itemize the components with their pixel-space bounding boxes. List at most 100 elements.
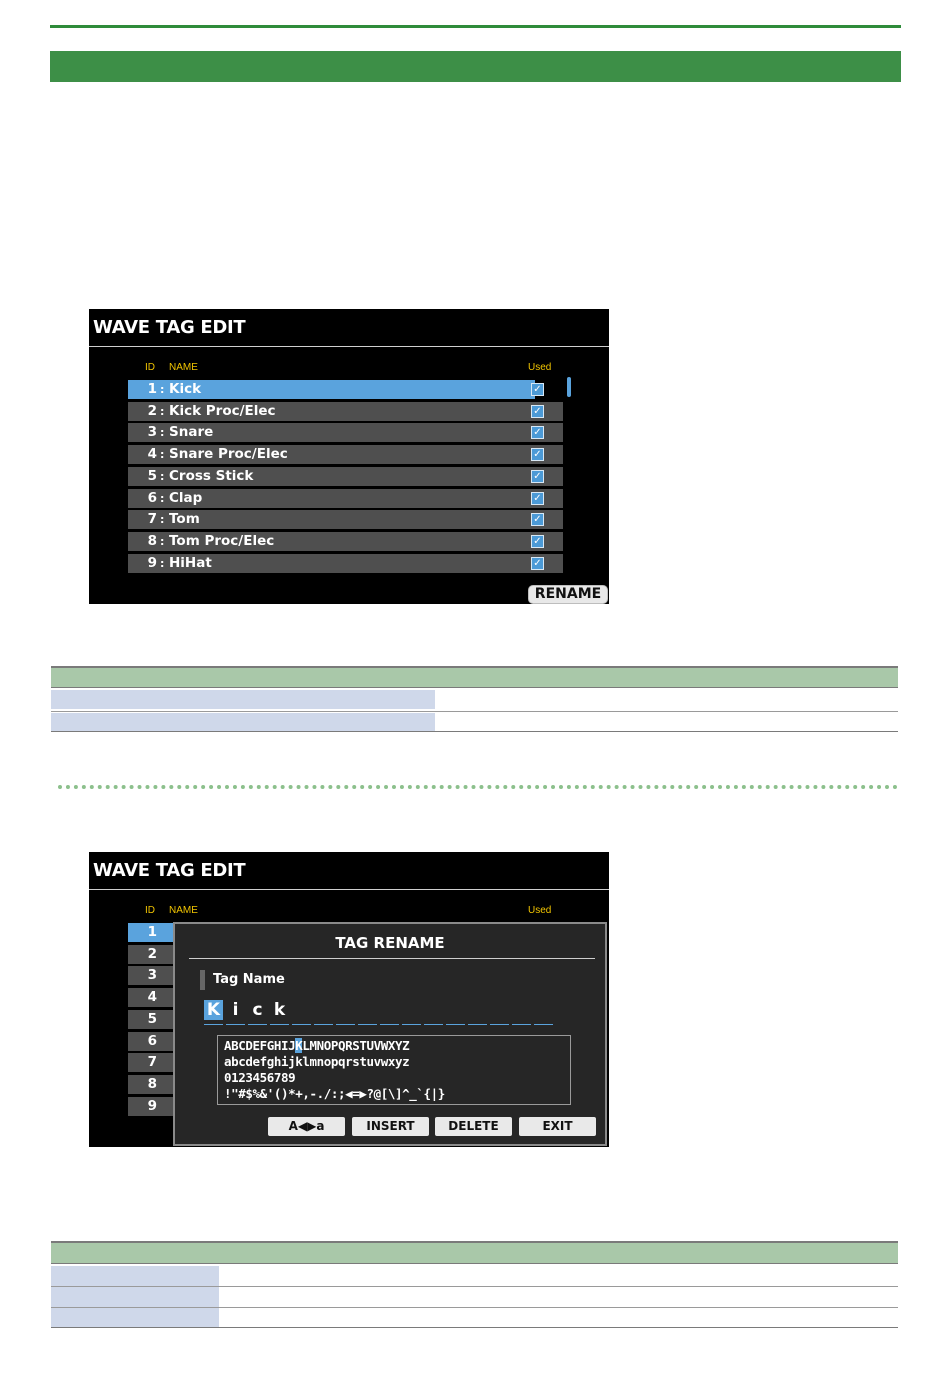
- item-separator: :: [160, 513, 165, 526]
- dialog-divider: [189, 958, 595, 959]
- title-divider: [89, 346, 609, 347]
- rename-button[interactable]: RENAME: [528, 585, 608, 604]
- char-slot-underline: [336, 1024, 355, 1025]
- char-slot-underline: [248, 1024, 267, 1025]
- item-id: 9: [147, 1098, 157, 1114]
- used-checkbox[interactable]: ✓: [531, 383, 544, 396]
- item-separator: :: [160, 426, 165, 439]
- keyboard-keys[interactable]: ABCDEFGHIJ: [224, 1038, 296, 1053]
- parameter-table-2: [51, 1241, 898, 1329]
- char-slot-underline: [358, 1024, 377, 1025]
- char-slot-underline: [446, 1024, 465, 1025]
- list-item[interactable]: 2: Kick Proc/Elec: [128, 402, 563, 421]
- parameter-table-1: [51, 666, 898, 733]
- dialog-title: TAG RENAME: [335, 934, 445, 952]
- top-rule: [50, 25, 901, 28]
- item-separator: :: [160, 470, 165, 483]
- delete-button[interactable]: DELETE: [435, 1117, 512, 1136]
- char-slot-underline: [380, 1024, 399, 1025]
- item-id: 2: [147, 403, 157, 419]
- character-keyboard: ABCDEFGHIJKLMNOPQRSTUVWXYZ abcdefghijklm…: [217, 1035, 571, 1105]
- item-separator: :: [160, 383, 165, 396]
- table-label-cell: [51, 690, 435, 709]
- used-checkbox[interactable]: ✓: [531, 470, 544, 483]
- used-checkbox[interactable]: ✓: [531, 513, 544, 526]
- char-slot-underline: [270, 1024, 289, 1025]
- item-id: 4: [147, 446, 157, 462]
- item-separator: :: [160, 448, 165, 461]
- char-slot-underline: [490, 1024, 509, 1025]
- used-checkbox[interactable]: ✓: [531, 535, 544, 548]
- used-checkbox[interactable]: ✓: [531, 557, 544, 570]
- name-char-slot[interactable]: K: [204, 1000, 223, 1020]
- keyboard-row-uppercase[interactable]: ABCDEFGHIJKLMNOPQRSTUVWXYZ: [224, 1038, 410, 1053]
- list-item[interactable]: 5:Cross Stick: [128, 467, 563, 486]
- char-slot-underline: [292, 1024, 311, 1025]
- table-label-cell: [51, 713, 435, 731]
- table-label-cell: [51, 1308, 219, 1327]
- used-checkbox[interactable]: ✓: [531, 492, 544, 505]
- list-item[interactable]: 4:Snare Proc/Elec: [128, 445, 563, 464]
- list-item[interactable]: 6:Clap: [128, 489, 563, 508]
- char-slot-underline: [314, 1024, 333, 1025]
- name-char-slot[interactable]: k: [273, 1000, 286, 1020]
- insert-button[interactable]: INSERT: [352, 1117, 429, 1136]
- item-id: 8: [147, 533, 157, 549]
- case-toggle-button[interactable]: A◀▶a: [268, 1117, 345, 1136]
- screen-title: WAVE TAG EDIT: [93, 860, 246, 881]
- item-id: 1: [147, 924, 157, 940]
- used-checkbox[interactable]: ✓: [531, 448, 544, 461]
- item-id: 7: [147, 1054, 157, 1070]
- table-label-cell: [51, 1266, 219, 1286]
- item-id: 6: [147, 490, 157, 506]
- screen-title: WAVE TAG EDIT: [93, 317, 246, 338]
- char-slot-underline: [226, 1024, 245, 1025]
- list-item[interactable]: 1:Kick: [128, 380, 535, 399]
- used-checkbox[interactable]: ✓: [531, 426, 544, 439]
- item-id: 9: [147, 555, 157, 571]
- title-divider: [89, 889, 609, 890]
- item-name: Cross Stick: [169, 468, 254, 484]
- table-header-row: [51, 668, 898, 687]
- item-name: HiHat: [169, 555, 212, 571]
- item-id: 6: [147, 1033, 157, 1049]
- item-id: 1: [147, 381, 157, 397]
- section-divider: [58, 785, 898, 789]
- keyboard-row-symbols[interactable]: !"#$%&'()*+,-./:;◀=▶?@[\]^_`{|}: [224, 1086, 445, 1101]
- list-item[interactable]: 9: HiHat: [128, 554, 563, 573]
- char-slot-underline: [204, 1024, 223, 1025]
- list-item[interactable]: 3:Snare: [128, 423, 563, 442]
- column-header-name: NAME: [169, 905, 198, 916]
- item-separator: :: [160, 405, 165, 418]
- item-name: Snare: [169, 424, 214, 440]
- item-id: 4: [147, 989, 157, 1005]
- item-id: 7: [147, 511, 157, 527]
- item-id: 5: [147, 1011, 157, 1027]
- item-separator: :: [160, 557, 165, 570]
- list-scrollbar[interactable]: [567, 377, 571, 397]
- keyboard-keys[interactable]: LMNOPQRSTUVWXYZ: [302, 1038, 410, 1053]
- used-checkbox[interactable]: ✓: [531, 405, 544, 418]
- item-name: Clap: [169, 490, 203, 506]
- name-char-slot[interactable]: c: [252, 1000, 263, 1020]
- column-header-id: ID: [145, 362, 155, 373]
- exit-button[interactable]: EXIT: [519, 1117, 596, 1136]
- column-header-name: NAME: [169, 362, 198, 373]
- char-slot-underline: [534, 1024, 553, 1025]
- item-name: Kick Proc/Elec: [169, 403, 276, 419]
- name-char-slot[interactable]: i: [232, 1000, 239, 1020]
- item-id: 3: [147, 967, 157, 983]
- keyboard-row-digits[interactable]: 0123456789: [224, 1070, 296, 1085]
- column-header-used: Used: [528, 905, 552, 916]
- item-separator: :: [160, 535, 165, 548]
- column-header-used: Used: [528, 362, 552, 373]
- list-item[interactable]: 7:Tom: [128, 510, 563, 529]
- item-name: Tom Proc/Elec: [169, 533, 275, 549]
- item-id: 8: [147, 1076, 157, 1092]
- list-item[interactable]: 8: Tom Proc/Elec: [128, 532, 563, 551]
- char-slot-underline: [512, 1024, 531, 1025]
- keyboard-row-lowercase[interactable]: abcdefghijklmnopqrstuvwxyz: [224, 1054, 410, 1069]
- keyboard-selected-key[interactable]: K: [295, 1038, 303, 1053]
